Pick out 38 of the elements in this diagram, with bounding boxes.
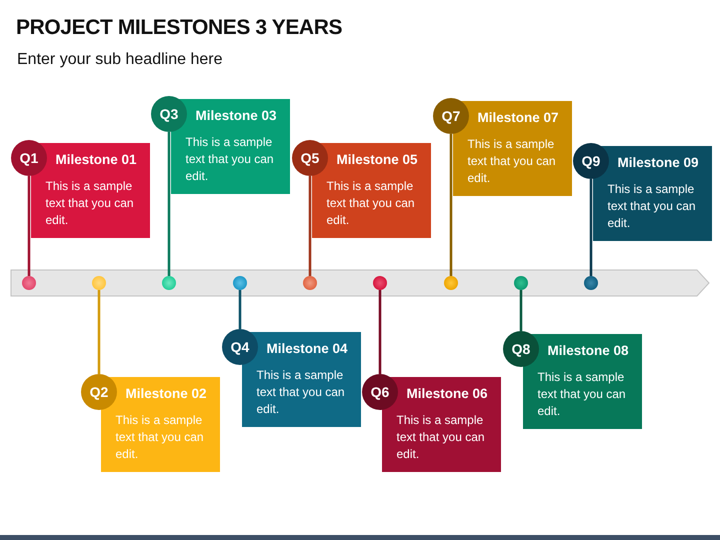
quarter-badge: Q2: [81, 374, 117, 410]
quarter-badge: Q1: [11, 140, 47, 176]
milestone-text: This is a sample text that you can edit.: [256, 367, 346, 418]
milestone-text: This is a sample text that you can edit.: [468, 136, 557, 187]
leader-line: [238, 290, 242, 329]
milestone-title: Milestone 02: [126, 385, 207, 403]
leader-line: [308, 176, 312, 276]
quarter-badge: Q5: [292, 140, 328, 176]
quarter-badge: Q7: [433, 98, 469, 134]
quarter-badge: Q6: [362, 374, 398, 410]
milestone-title: Milestone 01: [56, 151, 137, 169]
milestone-text: This is a sample text that you can edit.: [538, 369, 627, 420]
leader-line: [378, 290, 382, 374]
leader-line: [520, 290, 522, 331]
page-title: PROJECT MILESTONES 3 YEARS: [16, 15, 342, 41]
milestone-title: Milestone 07: [478, 109, 559, 127]
milestone-title: Milestone 06: [406, 385, 488, 403]
milestone-title: Milestone 05: [336, 151, 418, 169]
milestone-title: Milestone 09: [618, 154, 699, 172]
quarter-badge: Q3: [151, 96, 187, 132]
leader-line: [450, 134, 452, 276]
milestone-title: Milestone 04: [266, 340, 348, 358]
milestone-text: This is a sample text that you can edit.: [396, 412, 486, 463]
milestone-title: Milestone 08: [548, 342, 629, 360]
milestone-text: This is a sample text that you can edit.: [608, 181, 697, 232]
milestone-text: This is a sample text that you can edit.: [116, 412, 205, 463]
leader-line: [28, 176, 30, 276]
milestone-title: Milestone 03: [196, 107, 277, 125]
subtitle: Enter your sub headline here: [17, 50, 222, 70]
leader-line: [168, 132, 170, 276]
milestone-text: This is a sample text that you can edit.: [186, 134, 275, 185]
milestone-text: This is a sample text that you can edit.: [326, 178, 416, 229]
quarter-badge: Q8: [503, 331, 539, 367]
leader-line: [590, 179, 592, 276]
quarter-badge: Q9: [573, 143, 609, 179]
quarter-badge: Q4: [222, 329, 258, 365]
milestone-text: This is a sample text that you can edit.: [46, 178, 135, 229]
leader-line: [98, 290, 100, 374]
